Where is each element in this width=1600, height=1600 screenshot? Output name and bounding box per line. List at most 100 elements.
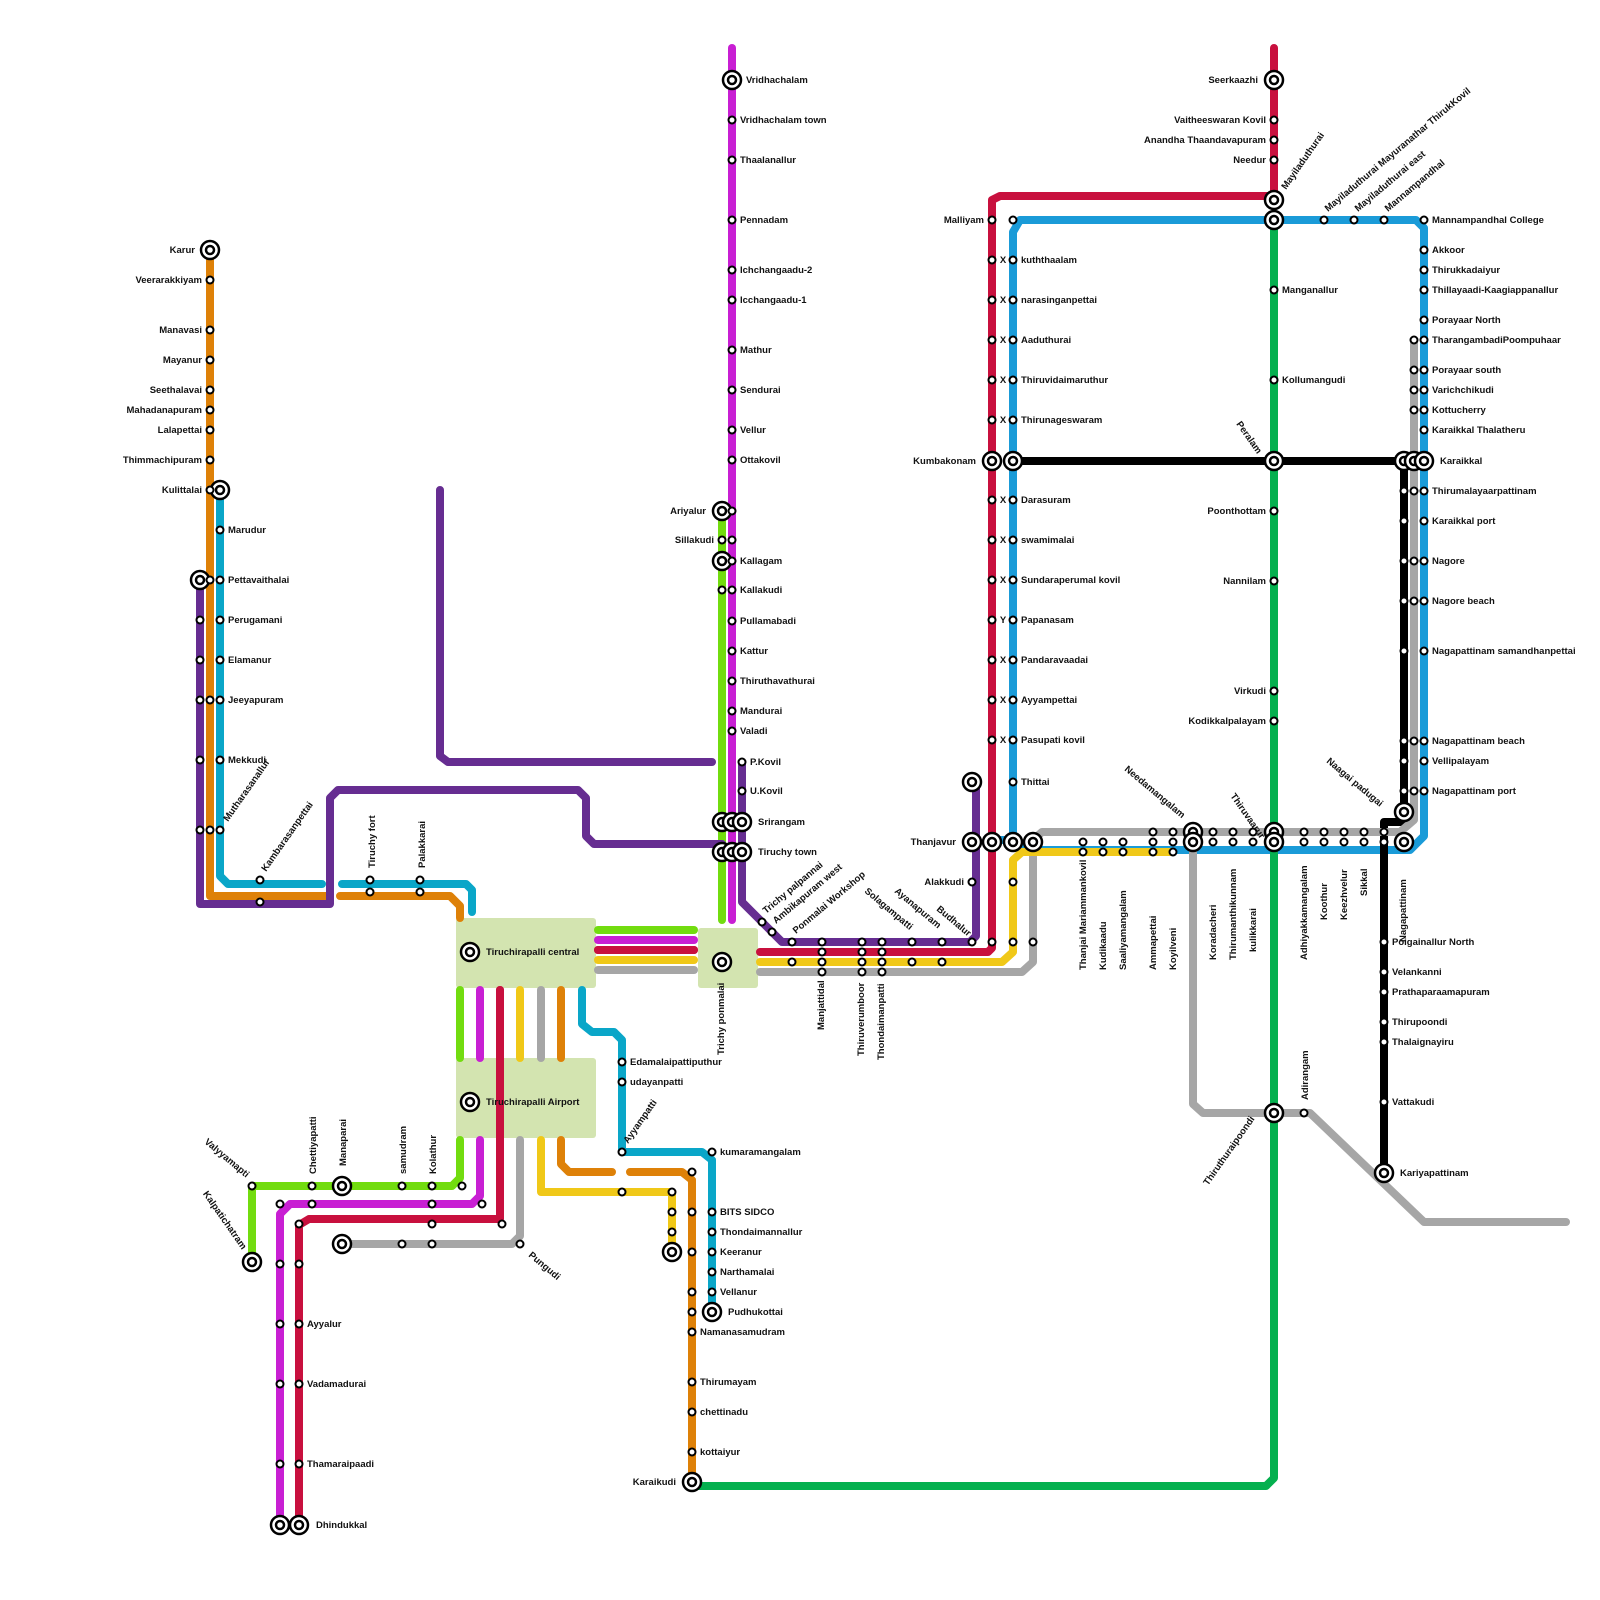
station-kulikkarai-stop[interactable]	[1248, 837, 1258, 847]
station-malliyam-red-stop[interactable]	[987, 215, 997, 225]
station-kottucherry-stop[interactable]	[1419, 405, 1429, 415]
station-red-end-stop[interactable]	[497, 1219, 507, 1229]
station-pasupati-kovil-stop[interactable]	[1008, 735, 1018, 745]
station-ayyampatti-stop[interactable]	[617, 1147, 627, 1157]
station-thirumayam-stop[interactable]	[687, 1377, 697, 1387]
station-thaalanallur-stop[interactable]	[727, 155, 737, 165]
station-kudikaadu-stop[interactable]	[1098, 847, 1108, 857]
station-ottakovil-stop[interactable]	[727, 455, 737, 465]
station-pettavaithalai-stop[interactable]	[215, 575, 225, 585]
station-prathaparaamapuram-stop[interactable]	[1379, 987, 1389, 997]
station-sundaraperumal-kovil-stop[interactable]	[1008, 575, 1018, 585]
station-ayyalur-stop[interactable]	[294, 1319, 304, 1329]
station-porayaar-north-stop[interactable]	[1419, 315, 1429, 325]
station-nagapattinam-samandhanpettai-stop[interactable]	[1419, 646, 1429, 656]
station-vaitheeswaran-kovil-stop[interactable]	[1269, 115, 1279, 125]
station-mayiladuthurai-east-stop[interactable]	[1349, 215, 1359, 225]
station-lalapettai-stop[interactable]	[205, 425, 215, 435]
station-magenta-end-stop[interactable]	[477, 1199, 487, 1209]
station-akkoor-stop[interactable]	[1419, 245, 1429, 255]
station-manjattidal-yellow-stop[interactable]	[817, 957, 827, 967]
station-thanjavur-yellow-south-stop[interactable]	[1008, 937, 1018, 947]
station-chettiyapatti-stop[interactable]	[307, 1181, 317, 1191]
station-narthamalai-stop[interactable]	[707, 1267, 717, 1277]
station-ponmalai-workshop-stop[interactable]	[787, 937, 797, 947]
station-thondaimannallur-stop[interactable]	[707, 1227, 717, 1237]
station-needur-stop[interactable]	[1269, 155, 1279, 165]
station-magenta-sw-3-stop[interactable]	[275, 1319, 285, 1329]
line-orange-south2[interactable]	[626, 1168, 696, 1490]
station-orange-south-1-stop[interactable]	[687, 1167, 697, 1177]
station-sikkal-black-2-stop[interactable]	[1379, 837, 1389, 847]
line-purple-west[interactable]	[196, 576, 726, 908]
station-karaikkal-port-black-stop[interactable]	[1399, 516, 1409, 526]
station-kuththaalam-red-stop[interactable]	[987, 255, 997, 265]
station-magenta-sw-5-stop[interactable]	[275, 1459, 285, 1469]
station-mayanur-stop[interactable]	[205, 355, 215, 365]
station-solagampatti-yellow-stop[interactable]	[907, 957, 917, 967]
station-red-sw-1-stop[interactable]	[294, 1219, 304, 1229]
station-sundaraperumal-kovil-red-stop[interactable]	[987, 575, 997, 585]
station-trichy-fort-stop[interactable]	[365, 875, 375, 885]
station-manganallur-stop[interactable]	[1269, 285, 1279, 295]
station-perugamani-stop[interactable]	[215, 615, 225, 625]
station-pungudi-stop[interactable]	[515, 1239, 525, 1249]
station-sikkal-stop[interactable]	[1359, 837, 1369, 847]
station-pandaravaadai-red-stop[interactable]	[987, 655, 997, 665]
station-thamaraipaadi-stop[interactable]	[294, 1459, 304, 1469]
station-mayiladuthurai-mayuranathar-stop[interactable]	[1319, 215, 1329, 225]
station-mandurai-stop[interactable]	[727, 706, 737, 716]
station-thiruvidaimaruthur-stop[interactable]	[1008, 375, 1018, 385]
station-jeeyapuram-stop[interactable]	[215, 695, 225, 705]
station-koyilveni-blue-stop[interactable]	[1168, 837, 1178, 847]
station-jeeyapuram-orange-stop[interactable]	[205, 695, 215, 705]
station-nagapattinam-port-black-stop[interactable]	[1399, 786, 1409, 796]
station-nagapattinam-port-gray-stop[interactable]	[1409, 786, 1419, 796]
station-kallakudi-lime-stop[interactable]	[717, 585, 727, 595]
station-nagore-beach-black-stop[interactable]	[1399, 596, 1409, 606]
station-poigainallur-north-stop[interactable]	[1379, 937, 1389, 947]
station-nagore-black-stop[interactable]	[1399, 556, 1409, 566]
station-koyilveni-gray-stop[interactable]	[1168, 827, 1178, 837]
station-chettiyapatti-magenta-stop[interactable]	[307, 1199, 317, 1209]
station-magenta-sw-2-stop[interactable]	[275, 1259, 285, 1269]
station-nagore-beach-gray-stop[interactable]	[1409, 596, 1419, 606]
station-adhiyakkamangalam-stop[interactable]	[1299, 837, 1309, 847]
station-koothur-stop[interactable]	[1319, 837, 1329, 847]
station-thanjavur-gray-south-stop[interactable]	[1028, 937, 1038, 947]
station-valyyamapti-stop[interactable]	[247, 1181, 257, 1191]
station-thirumanthikunnam-gray-stop[interactable]	[1228, 827, 1238, 837]
station-virkudi-stop[interactable]	[1269, 686, 1279, 696]
station-koradacheri-gray-stop[interactable]	[1208, 827, 1218, 837]
station-orange-south-2-stop[interactable]	[687, 1207, 697, 1217]
station-samudram-gray-stop[interactable]	[397, 1239, 407, 1249]
station-manjattidal-red-stop[interactable]	[817, 947, 827, 957]
station-poonthottam-stop[interactable]	[1269, 506, 1279, 516]
station-ambikapuram-west-stop[interactable]	[767, 927, 777, 937]
station-jeeyapuram-purple-stop[interactable]	[195, 695, 205, 705]
station-nagore-stop[interactable]	[1419, 556, 1429, 566]
station-yellow-south-3-stop[interactable]	[667, 1207, 677, 1217]
line-orange-south1[interactable]	[557, 1136, 616, 1176]
station-thirumalayaarpattinam-gray-stop[interactable]	[1409, 486, 1419, 496]
station-pettavaithalai-orange-stop[interactable]	[205, 575, 215, 585]
station-koothur-gray-stop[interactable]	[1319, 827, 1329, 837]
station-aaduthurai-stop[interactable]	[1008, 335, 1018, 345]
station-thirupoondi-stop[interactable]	[1379, 1017, 1389, 1027]
station-yellow-south-4-stop[interactable]	[667, 1227, 677, 1237]
station-adirangam-stop[interactable]	[1299, 1108, 1309, 1118]
station-pennadam-stop[interactable]	[727, 215, 737, 225]
station-vattakudi-stop[interactable]	[1379, 1097, 1389, 1107]
line-purple-north[interactable]	[436, 486, 716, 766]
station-samandhanpettai-black-stop[interactable]	[1399, 646, 1409, 656]
station-narasinganpettai-red-stop[interactable]	[987, 295, 997, 305]
station-thiruverumboor-stop[interactable]	[857, 937, 867, 947]
station-thondaimanpatti-yellow-stop[interactable]	[877, 957, 887, 967]
station-ariyalur-magenta-stop[interactable]	[727, 506, 737, 516]
station-kudikaadu-blue-stop[interactable]	[1098, 837, 1108, 847]
station-thiruverumboor-red-stop[interactable]	[857, 947, 867, 957]
station-papanasam-red-stop[interactable]	[987, 615, 997, 625]
station-manjattidal-stop[interactable]	[817, 937, 827, 947]
station-sikkal-black-stop[interactable]	[1379, 827, 1389, 837]
station-valadi-stop[interactable]	[727, 726, 737, 736]
